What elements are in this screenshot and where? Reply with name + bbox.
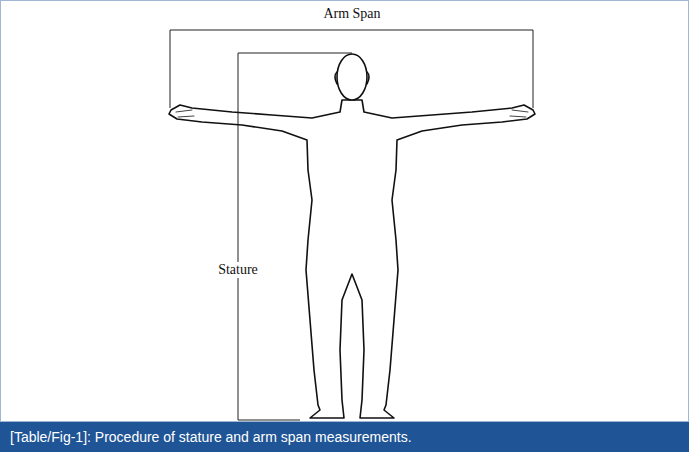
measure-brackets <box>170 30 533 420</box>
frame <box>1 1 689 422</box>
finger-line <box>510 116 526 117</box>
arm-span-label: Arm Span <box>321 6 382 22</box>
finger-line <box>176 110 192 112</box>
human-figure <box>169 54 535 418</box>
ear <box>335 72 337 84</box>
head <box>337 54 367 100</box>
finger-line <box>178 116 194 117</box>
figure-caption: [Table/Fig-1]: Procedure of stature and … <box>10 428 412 446</box>
arm-span-bracket <box>170 30 533 108</box>
ear <box>367 72 369 84</box>
stature-label: Stature <box>216 262 260 278</box>
caption-band <box>0 422 689 452</box>
finger-line <box>512 110 528 112</box>
stature-bracket <box>238 53 352 420</box>
body-outline <box>169 100 535 418</box>
